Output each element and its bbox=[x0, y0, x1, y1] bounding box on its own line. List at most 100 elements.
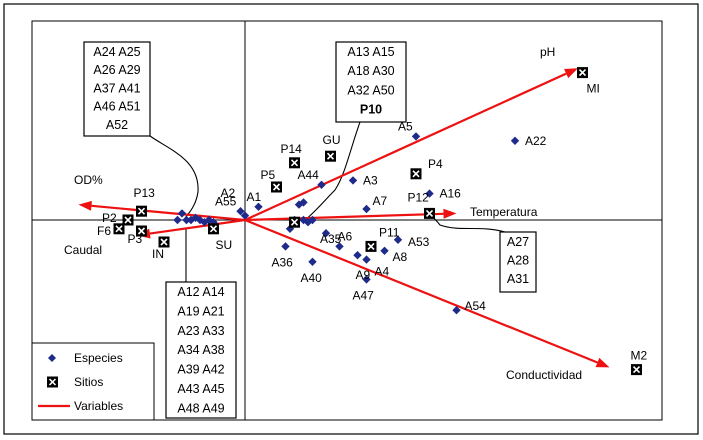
species-point bbox=[308, 215, 317, 225]
species-point bbox=[321, 229, 331, 238]
variable-label-caudal: Caudal bbox=[64, 243, 102, 257]
species-label-a54: A54 bbox=[465, 299, 487, 313]
site-label-in: IN bbox=[152, 247, 164, 261]
site-label-f6: F6 bbox=[97, 224, 111, 238]
legend-diamond-icon bbox=[48, 354, 56, 362]
variable-label-temperatura: Temperatura bbox=[470, 205, 538, 219]
species-label-a47: A47 bbox=[353, 288, 375, 302]
site-label-p2: P2 bbox=[102, 211, 117, 225]
species-label-a7: A7 bbox=[373, 194, 388, 208]
site-point bbox=[158, 236, 170, 248]
species-label-a40: A40 bbox=[301, 271, 323, 285]
species-label-a55: A55 bbox=[215, 195, 237, 209]
site-point bbox=[122, 214, 134, 226]
site-label-su: SU bbox=[216, 238, 233, 252]
variable-arrow-ph bbox=[244, 72, 567, 222]
group-box-frame bbox=[335, 41, 407, 123]
group-box-label: P10 bbox=[360, 103, 382, 117]
species-label-a3: A3 bbox=[363, 173, 378, 187]
variable-arrowhead-conductividad bbox=[595, 357, 610, 368]
variable-arrowhead-ph bbox=[564, 68, 578, 79]
site-label-p4: P4 bbox=[428, 157, 443, 171]
species-point bbox=[362, 204, 371, 214]
species-point bbox=[353, 251, 362, 260]
site-point bbox=[577, 67, 588, 79]
group-connector-1 bbox=[149, 135, 199, 219]
species-point bbox=[299, 198, 308, 207]
species-label-a44: A44 bbox=[298, 168, 320, 182]
species-point bbox=[308, 257, 317, 266]
group-box-label: A18 A30 bbox=[347, 64, 394, 78]
site-point bbox=[136, 225, 147, 237]
variable-label-conductividad: Conductividad bbox=[506, 368, 582, 382]
species-label-a53: A53 bbox=[408, 235, 430, 249]
species-label-a6: A6 bbox=[338, 229, 353, 243]
species-point bbox=[254, 202, 263, 211]
group-connector-2 bbox=[304, 121, 361, 221]
group-box-label: A23 A33 bbox=[177, 324, 224, 338]
site-label-p5: P5 bbox=[261, 168, 276, 182]
group-box-label: A46 A51 bbox=[93, 100, 140, 114]
group-box-frame bbox=[499, 231, 537, 293]
legend-label-especies: Especies bbox=[74, 351, 123, 365]
species-point bbox=[425, 189, 434, 198]
species-label-a22: A22 bbox=[525, 134, 547, 148]
site-point bbox=[271, 181, 282, 193]
group-box-label: A24 A25 bbox=[93, 45, 140, 59]
species-label-a35: A35 bbox=[320, 232, 342, 246]
species-point bbox=[393, 235, 403, 244]
site-label-m2: M2 bbox=[631, 349, 648, 363]
variable-arrowhead-od bbox=[78, 200, 92, 211]
variable-arrow-caudal bbox=[149, 218, 246, 235]
group-box-label: A37 A41 bbox=[93, 81, 140, 95]
group-box-label: A34 A38 bbox=[177, 343, 224, 357]
species-point bbox=[204, 215, 214, 225]
species-point bbox=[362, 255, 371, 264]
species-point bbox=[182, 215, 191, 225]
species-point bbox=[411, 132, 421, 141]
species-point bbox=[195, 215, 205, 225]
site-point bbox=[289, 216, 300, 228]
group-box-label: A43 A45 bbox=[177, 382, 224, 396]
group-box-label: A13 A15 bbox=[347, 45, 394, 59]
group-box-label: A26 A29 bbox=[93, 63, 140, 77]
species-point bbox=[299, 215, 308, 225]
site-point bbox=[410, 168, 422, 180]
site-label-p14: P14 bbox=[281, 142, 303, 156]
variable-label-od: OD% bbox=[74, 173, 103, 187]
species-point bbox=[317, 180, 326, 189]
group-box-label: A39 A42 bbox=[177, 363, 224, 377]
site-label-p13: P13 bbox=[134, 186, 156, 200]
species-point bbox=[173, 215, 182, 225]
group-box-label: A31 bbox=[507, 272, 529, 286]
site-point bbox=[325, 150, 336, 162]
site-point bbox=[424, 207, 435, 219]
site-point bbox=[113, 223, 125, 235]
species-point bbox=[240, 211, 250, 220]
group-box-frame bbox=[83, 41, 151, 137]
species-point bbox=[281, 242, 290, 251]
group-box-label: A32 A50 bbox=[347, 83, 394, 97]
group-box-label: A12 A14 bbox=[177, 285, 224, 299]
species-label-a5: A5 bbox=[398, 119, 413, 133]
site-point bbox=[208, 223, 219, 235]
variable-arrowhead-temperatura bbox=[443, 208, 457, 219]
site-point bbox=[631, 364, 642, 376]
group-box-frame bbox=[165, 281, 237, 419]
site-point bbox=[136, 205, 147, 217]
species-label-a1: A1 bbox=[247, 190, 262, 204]
site-point bbox=[365, 240, 377, 252]
site-label-p3: P3 bbox=[128, 232, 143, 246]
species-point bbox=[362, 275, 371, 284]
site-label-mi: MI bbox=[587, 82, 600, 96]
group-box-label: A19 A21 bbox=[177, 304, 224, 318]
group-box-label: A28 bbox=[507, 254, 529, 268]
legend-boxed-x-icon bbox=[47, 376, 58, 388]
species-point bbox=[177, 209, 187, 218]
species-label-a8: A8 bbox=[393, 250, 408, 264]
species-label-a2: A2 bbox=[221, 186, 236, 200]
